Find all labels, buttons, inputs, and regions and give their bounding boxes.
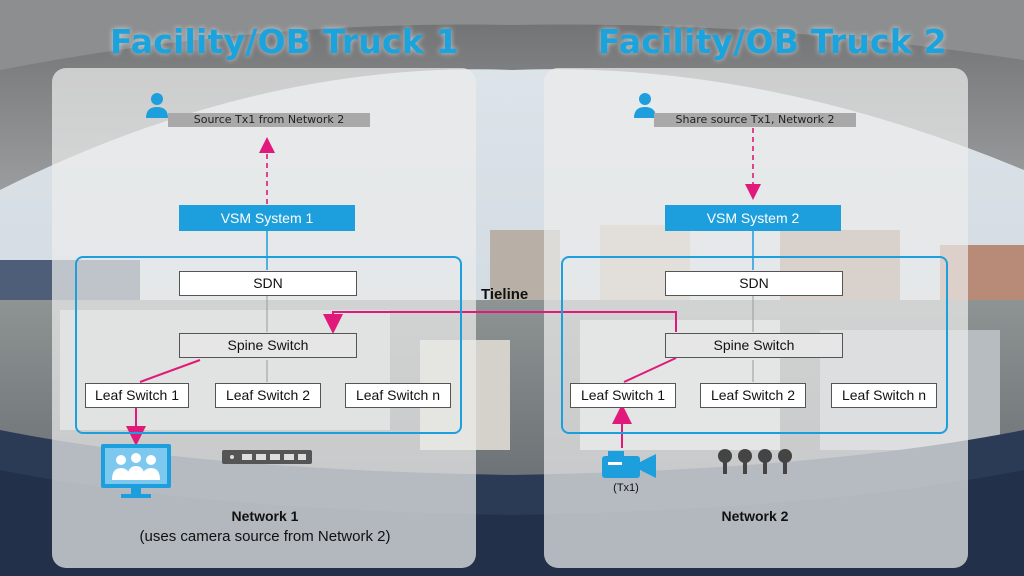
source-label: Share source Tx1, Network 2 (654, 113, 856, 127)
camera-label: (Tx1) (613, 482, 639, 494)
network-device-icon (222, 446, 312, 468)
user-icon (633, 92, 657, 118)
microphone-icon (716, 447, 796, 475)
user-icon (145, 92, 169, 118)
network-1-subcaption: (uses camera source from Network 2) (139, 528, 391, 545)
leaf-switch-1-box[interactable]: Leaf Switch 1 (85, 383, 189, 408)
monitor-icon (101, 444, 171, 500)
network-1-caption: Network 1 (231, 508, 299, 524)
network-2-caption: Network 2 (721, 508, 789, 524)
sdn-box[interactable]: SDN (179, 271, 357, 296)
network-1-boundary (75, 256, 462, 434)
network-2-boundary (561, 256, 948, 434)
truck2-title: Facility/OB Truck 2 (598, 22, 947, 61)
truck2-panel (544, 68, 968, 568)
leaf-switch-n-box[interactable]: Leaf Switch n (345, 383, 451, 408)
leaf-switch-1-box[interactable]: Leaf Switch 1 (570, 383, 676, 408)
video-camera-icon (600, 450, 658, 480)
sdn-box[interactable]: SDN (665, 271, 843, 296)
leaf-switch-n-box[interactable]: Leaf Switch n (831, 383, 937, 408)
leaf-switch-2-box[interactable]: Leaf Switch 2 (215, 383, 321, 408)
tieline-label: Tieline (481, 286, 529, 303)
source-label: Source Tx1 from Network 2 (168, 113, 370, 127)
leaf-switch-2-box[interactable]: Leaf Switch 2 (700, 383, 806, 408)
vsm-system-1[interactable]: VSM System 1 (179, 205, 355, 231)
vsm-system-2[interactable]: VSM System 2 (665, 205, 841, 231)
truck1-title: Facility/OB Truck 1 (110, 22, 459, 61)
spine-switch-box[interactable]: Spine Switch (179, 333, 357, 358)
spine-switch-box[interactable]: Spine Switch (665, 333, 843, 358)
